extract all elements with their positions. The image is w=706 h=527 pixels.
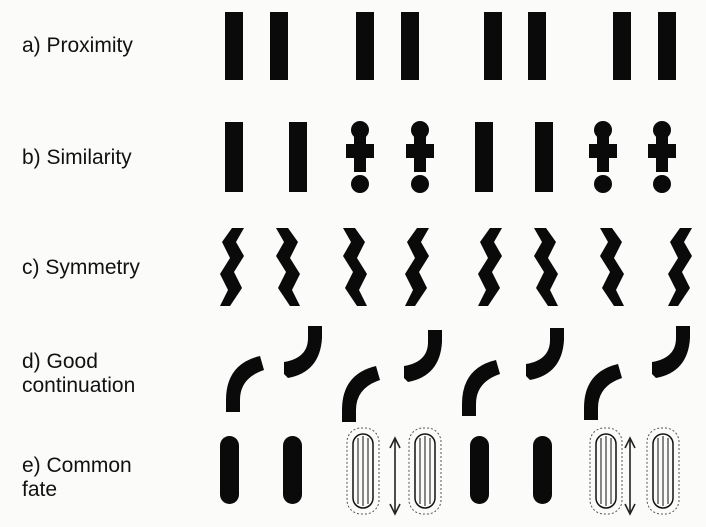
- label-good-continuation: d) Good continuation: [22, 350, 136, 397]
- row-symmetry-shapes: [220, 228, 692, 306]
- row-good-continuation-shapes: [226, 326, 690, 422]
- continuation-arc-low: [584, 364, 622, 420]
- double-headed-vertical-arrow-icon: [389, 437, 401, 515]
- similarity-bar: [289, 122, 307, 192]
- continuation-arc-low: [462, 360, 500, 416]
- row-common-fate-shapes: [220, 427, 680, 515]
- label-common-fate: e) Common fate: [22, 454, 132, 501]
- fate-blurred-pill: [346, 427, 380, 515]
- symmetry-zigzag: [600, 228, 624, 306]
- proximity-bar: [401, 12, 419, 80]
- similarity-bar: [475, 122, 493, 192]
- fate-static-pill: [470, 436, 489, 504]
- fate-static-pill: [220, 436, 239, 504]
- continuation-arc-low: [342, 366, 380, 422]
- fate-static-pill: [283, 436, 302, 504]
- continuation-arc-high: [652, 326, 690, 378]
- proximity-bar: [225, 12, 243, 80]
- row-similarity-shapes: [225, 121, 676, 193]
- fate-blurred-pill: [589, 427, 623, 515]
- continuation-arc-high: [284, 326, 322, 378]
- proximity-bar: [528, 12, 546, 80]
- symmetry-zigzag: [220, 228, 244, 306]
- symmetry-zigzag: [405, 228, 429, 306]
- symmetry-zigzag: [534, 228, 558, 306]
- symmetry-zigzag: [478, 228, 502, 306]
- proximity-bar: [356, 12, 374, 80]
- similarity-bar: [225, 122, 243, 192]
- similarity-knobbed-bar: [406, 121, 434, 193]
- continuation-arc-high: [404, 330, 442, 382]
- symmetry-zigzag: [668, 228, 692, 306]
- label-proximity: a) Proximity: [22, 34, 133, 57]
- double-headed-vertical-arrow-icon: [624, 437, 636, 515]
- proximity-bar: [270, 12, 288, 80]
- proximity-bar: [658, 12, 676, 80]
- label-similarity: b) Similarity: [22, 146, 132, 169]
- fate-static-pill: [533, 436, 552, 504]
- proximity-bar: [613, 12, 631, 80]
- continuation-arc-high: [526, 328, 564, 380]
- fate-blurred-pill: [408, 427, 442, 515]
- similarity-bar: [535, 122, 553, 192]
- similarity-knobbed-bar: [346, 121, 374, 193]
- symmetry-zigzag: [276, 228, 300, 306]
- similarity-knobbed-bar: [648, 121, 676, 193]
- fate-blurred-pill: [646, 427, 680, 515]
- continuation-arc-low: [226, 356, 264, 412]
- symmetry-zigzag: [343, 228, 367, 306]
- label-symmetry: c) Symmetry: [22, 256, 140, 279]
- similarity-knobbed-bar: [589, 121, 617, 193]
- row-proximity-shapes: [225, 12, 676, 80]
- proximity-bar: [484, 12, 502, 80]
